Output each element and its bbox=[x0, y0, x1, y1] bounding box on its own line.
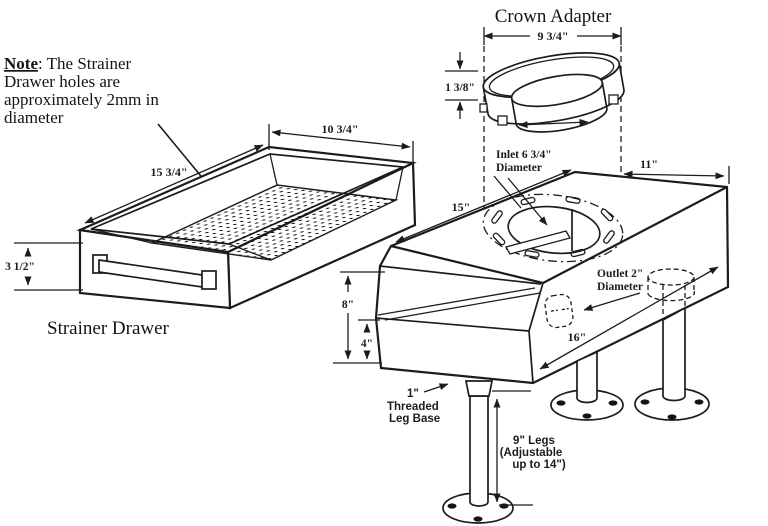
outlet-hidden-outline bbox=[544, 293, 574, 329]
strainer-drawer-label: Strainer Drawer bbox=[47, 318, 170, 339]
legs-label-line1: 9" Legs bbox=[513, 435, 555, 447]
legs-label-line3: up to 14") bbox=[512, 459, 566, 471]
body-height-ticks bbox=[333, 271, 385, 364]
body-slope-edges bbox=[375, 265, 544, 384]
drawer-length-dim-line bbox=[84, 144, 264, 224]
drawer-interior-edges bbox=[90, 153, 404, 261]
body-length-dim: 15" bbox=[452, 200, 471, 214]
crown-adapter-title: Crown Adapter bbox=[495, 6, 612, 27]
right-leg bbox=[634, 268, 710, 421]
crown-rim-height-dim: 1 3/8" bbox=[445, 82, 475, 94]
leg-base-leader-arrow bbox=[423, 383, 449, 393]
note-line-4: diameter bbox=[4, 108, 64, 127]
drawer-length-dim: 15 3/4" bbox=[151, 165, 188, 179]
note-line-2: Drawer holes are bbox=[4, 72, 120, 91]
crown-adapter-drawing: Crown Adapter 9 3/4" 1 3/8" bbox=[445, 6, 625, 240]
legs-drawing: 1" Threaded Leg Base 9" Legs (Adjustable… bbox=[387, 268, 710, 524]
body-total-height-dim: 8" bbox=[342, 299, 354, 311]
crown-width-dim: 9 3/4" bbox=[538, 29, 569, 43]
drawer-height-dim: 3 1/2" bbox=[5, 261, 35, 273]
note-line-1: Note: The Strainer bbox=[4, 54, 131, 73]
body-depth-dim-line bbox=[539, 266, 719, 370]
main-body-drawing: Inlet 6 3/4" Diameter 15" 11" 16" 8" 4" … bbox=[333, 149, 730, 385]
crown-adapter-feet bbox=[479, 94, 619, 126]
body-width-dim-line bbox=[623, 170, 725, 180]
inlet-label-line1: Inlet 6 3/4" bbox=[496, 149, 552, 161]
drawer-width-dim-line bbox=[271, 129, 411, 150]
body-length-dim-line bbox=[395, 169, 572, 243]
inlet-label-line2: Diameter bbox=[496, 162, 542, 174]
strainer-drawer-drawing: 10 3/4" 15 3/4" 3 1/2" Strainer Drawer bbox=[5, 121, 417, 339]
drawer-width-dim: 10 3/4" bbox=[322, 122, 359, 136]
drawer-height-ticks bbox=[14, 242, 83, 291]
threaded-leg-base bbox=[464, 380, 494, 397]
outlet-label-line2: Diameter bbox=[597, 281, 643, 293]
drawer-slot-stripes bbox=[377, 287, 541, 321]
outlet-label-line1: Outlet 2" bbox=[597, 268, 643, 280]
drawer-handle bbox=[92, 254, 217, 290]
leg-base-label-line2: Leg Base bbox=[389, 413, 440, 425]
legs-label-line2: (Adjustable bbox=[500, 447, 563, 459]
body-width-dim: 11" bbox=[640, 157, 658, 171]
crown-inner-dim-line bbox=[518, 118, 589, 129]
rim-dim-ticks bbox=[445, 70, 478, 101]
note-block: Note: The Strainer Drawer holes are appr… bbox=[4, 54, 234, 216]
body-front-height-dim: 4" bbox=[361, 338, 373, 350]
leg-dim-ticks bbox=[492, 390, 533, 506]
outlet-leader-arrow bbox=[583, 292, 641, 311]
drawer-width-ticks bbox=[268, 124, 414, 162]
note-line-3: approximately 2mm in bbox=[4, 90, 159, 109]
leg-base-label-line1: Threaded bbox=[387, 401, 439, 413]
middle-leg bbox=[550, 350, 624, 421]
right-leg-hidden-mount bbox=[647, 268, 696, 317]
leg-base-dim: 1" bbox=[407, 388, 419, 400]
label-mask bbox=[316, 121, 364, 136]
body-depth-dim: 16" bbox=[568, 330, 587, 344]
